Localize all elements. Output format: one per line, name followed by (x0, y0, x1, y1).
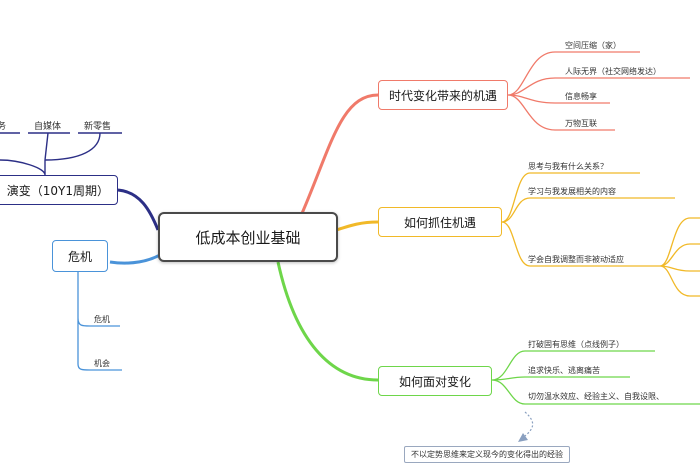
connector-face-children (491, 350, 700, 405)
branch-opportunity-label: 时代变化带来的机遇 (388, 88, 497, 103)
leaf-face-3[interactable]: 切勿温水效应、经验主义、自我设限、 (528, 392, 664, 401)
leaf-opportunity-1[interactable]: 空间压缩（家） (565, 41, 621, 50)
note-box[interactable]: 不以定势思维来定义现今的变化得出的经验 (404, 446, 570, 463)
central-topic[interactable]: 低成本创业基础 (158, 212, 338, 262)
connector-crisis-children (77, 272, 122, 371)
leaf-grasp-3[interactable]: 学会自我调整而非被动适应 (528, 255, 624, 264)
connector-central-evolution (117, 188, 160, 231)
branch-evolution[interactable]: 演变（10Y1周期） (0, 175, 118, 205)
leaf-face-1[interactable]: 打破固有思维（点线例子） (528, 340, 624, 349)
leaf-grasp-1[interactable]: 思考与我有什么关系？ (528, 162, 608, 171)
branch-face-label: 如何面对变化 (398, 374, 471, 389)
connector-central-face (276, 261, 379, 382)
connector-central-crisis (109, 250, 166, 265)
connector-grasp-sub (659, 217, 700, 297)
leaf-crisis-1[interactable]: 危机 (94, 315, 110, 324)
leaf-evolution-1[interactable]: 商务 (0, 122, 7, 132)
connector-central-opportunity (298, 93, 379, 219)
branch-grasp[interactable]: 如何抓住机遇 (378, 207, 502, 237)
branch-evolution-label: 演变（10Y1周期） (6, 183, 109, 198)
connector-evolution-children (0, 132, 122, 176)
leaf-grasp-2[interactable]: 学习与我发展相关的内容 (528, 187, 616, 196)
branch-face[interactable]: 如何面对变化 (378, 366, 492, 396)
connector-opportunity-children (507, 51, 690, 131)
leaf-evolution-3[interactable]: 新零售 (84, 122, 112, 132)
branch-crisis[interactable]: 危机 (52, 240, 108, 272)
branch-crisis-label: 危机 (67, 249, 92, 264)
central-topic-label: 低成本创业基础 (195, 228, 301, 247)
leaf-opportunity-2[interactable]: 人际无界（社交网络发达） (565, 67, 661, 76)
branch-opportunity[interactable]: 时代变化带来的机遇 (378, 80, 508, 110)
note-text: 不以定势思维来定义现今的变化得出的经验 (411, 450, 563, 459)
leaf-opportunity-4[interactable]: 万物互联 (565, 119, 597, 128)
connector-grasp-children (501, 172, 675, 267)
leaf-face-2[interactable]: 追求快乐、逃离痛苦 (528, 366, 600, 375)
leaf-evolution-2[interactable]: 自媒体 (34, 122, 62, 132)
branch-grasp-label: 如何抓住机遇 (403, 215, 476, 230)
leaf-crisis-2[interactable]: 机会 (94, 359, 110, 368)
leaf-opportunity-3[interactable]: 信息畅享 (565, 92, 597, 101)
